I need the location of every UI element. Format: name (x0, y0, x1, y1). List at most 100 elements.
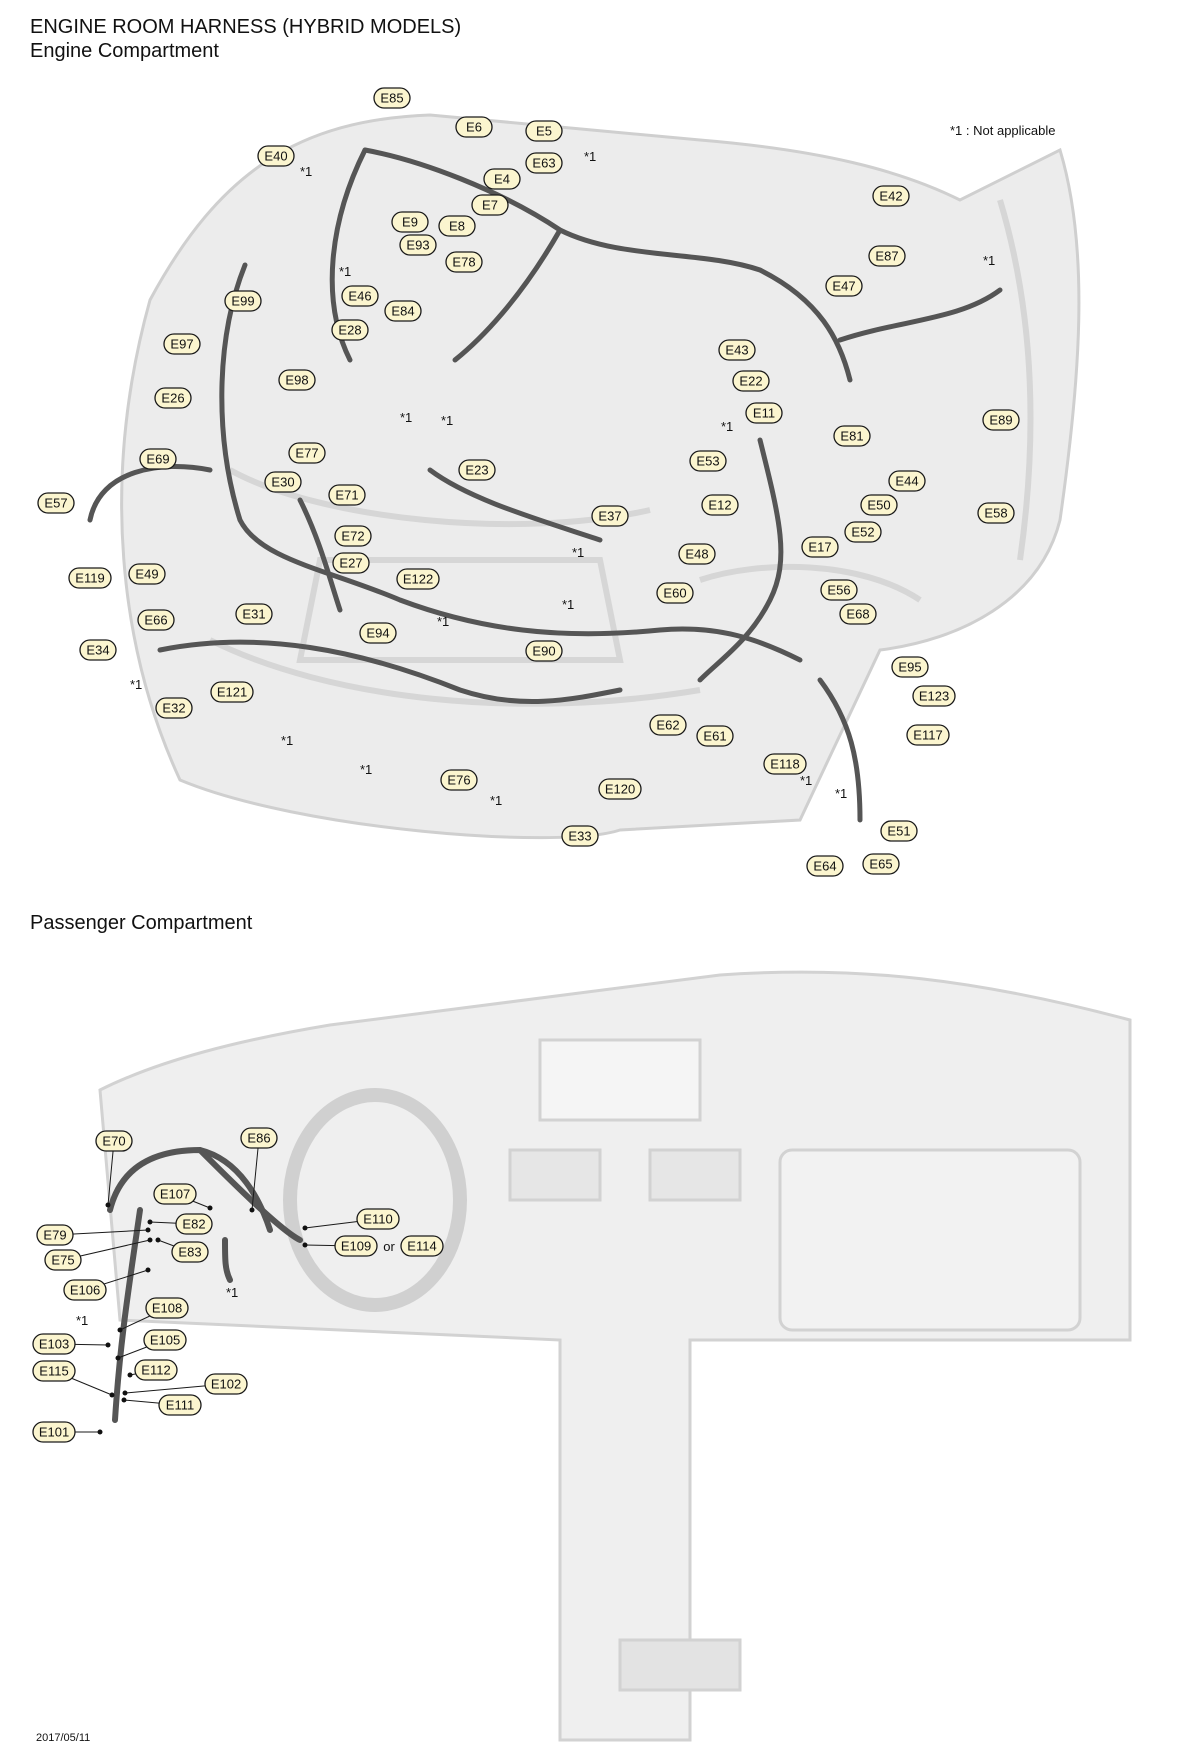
connector-e87: E87 (868, 245, 906, 267)
connector-e57: E57 (37, 492, 75, 514)
connector-e17: E17 (801, 536, 839, 558)
not-applicable-mark: *1 (226, 1285, 238, 1300)
connector-e94: E94 (359, 622, 397, 644)
not-applicable-mark: *1 (721, 419, 733, 434)
passenger-section-title: Passenger Compartment (30, 912, 253, 934)
not-applicable-mark: *1 (281, 733, 293, 748)
connector-e122: E122 (396, 568, 440, 590)
connector-e115: E115 (32, 1360, 76, 1382)
svg-text:E44: E44 (895, 474, 918, 489)
not-applicable-mark: *1 (400, 410, 412, 425)
svg-text:E111: E111 (166, 1398, 194, 1413)
svg-text:E40: E40 (264, 149, 287, 164)
svg-text:E109: E109 (341, 1239, 371, 1254)
svg-text:E47: E47 (832, 279, 855, 294)
connector-e102: E102 (204, 1373, 248, 1395)
connector-point (115, 1355, 121, 1361)
svg-text:E6: E6 (466, 120, 482, 135)
footer-date: 2017/05/11 (36, 1732, 91, 1744)
connector-e71: E71 (328, 484, 366, 506)
svg-text:E50: E50 (867, 498, 890, 513)
connector-e81: E81 (833, 425, 871, 447)
connector-e32: E32 (155, 697, 193, 719)
connector-e28: E28 (331, 319, 369, 341)
connector-e105: E105 (143, 1329, 187, 1351)
connector-e108: E108 (145, 1297, 189, 1319)
connector-e62: E62 (649, 714, 687, 736)
svg-text:E4: E4 (494, 172, 510, 187)
svg-text:E83: E83 (178, 1245, 201, 1260)
connector-e8: E8 (438, 215, 476, 237)
connector-point (147, 1237, 153, 1243)
svg-text:E46: E46 (348, 289, 371, 304)
svg-text:E97: E97 (170, 337, 193, 352)
connector-e119: E119 (68, 567, 112, 589)
svg-text:E37: E37 (598, 509, 621, 524)
connector-point (121, 1397, 127, 1403)
connector-e66: E66 (137, 609, 175, 631)
connector-e84: E84 (384, 300, 422, 322)
svg-text:E85: E85 (380, 91, 403, 106)
connector-point (97, 1429, 103, 1435)
connector-e7: E7 (471, 194, 509, 216)
svg-text:E122: E122 (403, 572, 433, 587)
connector-e77: E77 (288, 442, 326, 464)
connector-point (155, 1237, 161, 1243)
connector-e69: E69 (139, 448, 177, 470)
connector-e117: E117 (906, 724, 950, 746)
page-title: ENGINE ROOM HARNESS (HYBRID MODELS) (30, 16, 462, 38)
connector-point (109, 1392, 115, 1398)
connector-e49: E49 (128, 563, 166, 585)
svg-text:E87: E87 (875, 249, 898, 264)
svg-text:E120: E120 (605, 782, 635, 797)
svg-text:E43: E43 (725, 343, 748, 358)
connector-e107: E107 (153, 1183, 197, 1205)
leader-line (107, 1140, 115, 1206)
svg-text:E12: E12 (708, 498, 731, 513)
svg-text:E8: E8 (449, 219, 465, 234)
connector-e112: E112 (134, 1359, 178, 1381)
svg-text:E94: E94 (366, 626, 389, 641)
connector-e63: E63 (525, 152, 563, 174)
connector-e9: E9 (391, 211, 429, 233)
not-applicable-mark: *1 (76, 1313, 88, 1328)
svg-text:E49: E49 (135, 567, 158, 582)
connector-e64: E64 (806, 855, 844, 877)
connector-e37: E37 (591, 505, 629, 527)
connector-point (105, 1202, 111, 1208)
not-applicable-mark: *1 (800, 773, 812, 788)
connector-e89: E89 (982, 409, 1020, 431)
svg-text:E89: E89 (989, 413, 1012, 428)
connector-e60: E60 (656, 582, 694, 604)
not-applicable-mark: *1 (983, 253, 995, 268)
svg-text:E99: E99 (231, 294, 254, 309)
svg-text:E30: E30 (271, 475, 294, 490)
connector-e78: E78 (445, 251, 483, 273)
svg-text:E119: E119 (75, 571, 104, 586)
svg-text:E86: E86 (247, 1131, 270, 1146)
connector-e79: E79 (36, 1224, 74, 1246)
svg-text:E22: E22 (739, 374, 762, 389)
svg-text:E121: E121 (217, 685, 247, 700)
svg-text:E61: E61 (703, 729, 726, 744)
svg-text:E68: E68 (846, 607, 869, 622)
svg-text:E17: E17 (808, 540, 831, 555)
connector-e53: E53 (689, 450, 727, 472)
connector-e42: E42 (872, 185, 910, 207)
svg-text:E63: E63 (532, 156, 555, 171)
connector-e121: E121 (210, 681, 254, 703)
connector-e72: E72 (334, 525, 372, 547)
connector-point (302, 1242, 308, 1248)
connector-e90: E90 (525, 640, 563, 662)
svg-text:E110: E110 (363, 1212, 392, 1227)
engine-harness (87, 147, 1003, 823)
svg-text:E112: E112 (141, 1363, 170, 1378)
connector-e76: E76 (440, 769, 478, 791)
svg-text:E5: E5 (536, 124, 552, 139)
connector-e123: E123 (912, 685, 956, 707)
connector-e120: E120 (598, 778, 642, 800)
svg-text:E118: E118 (770, 757, 799, 772)
svg-text:E57: E57 (44, 496, 67, 511)
svg-text:E82: E82 (182, 1217, 205, 1232)
connector-e82: E82 (175, 1213, 213, 1235)
